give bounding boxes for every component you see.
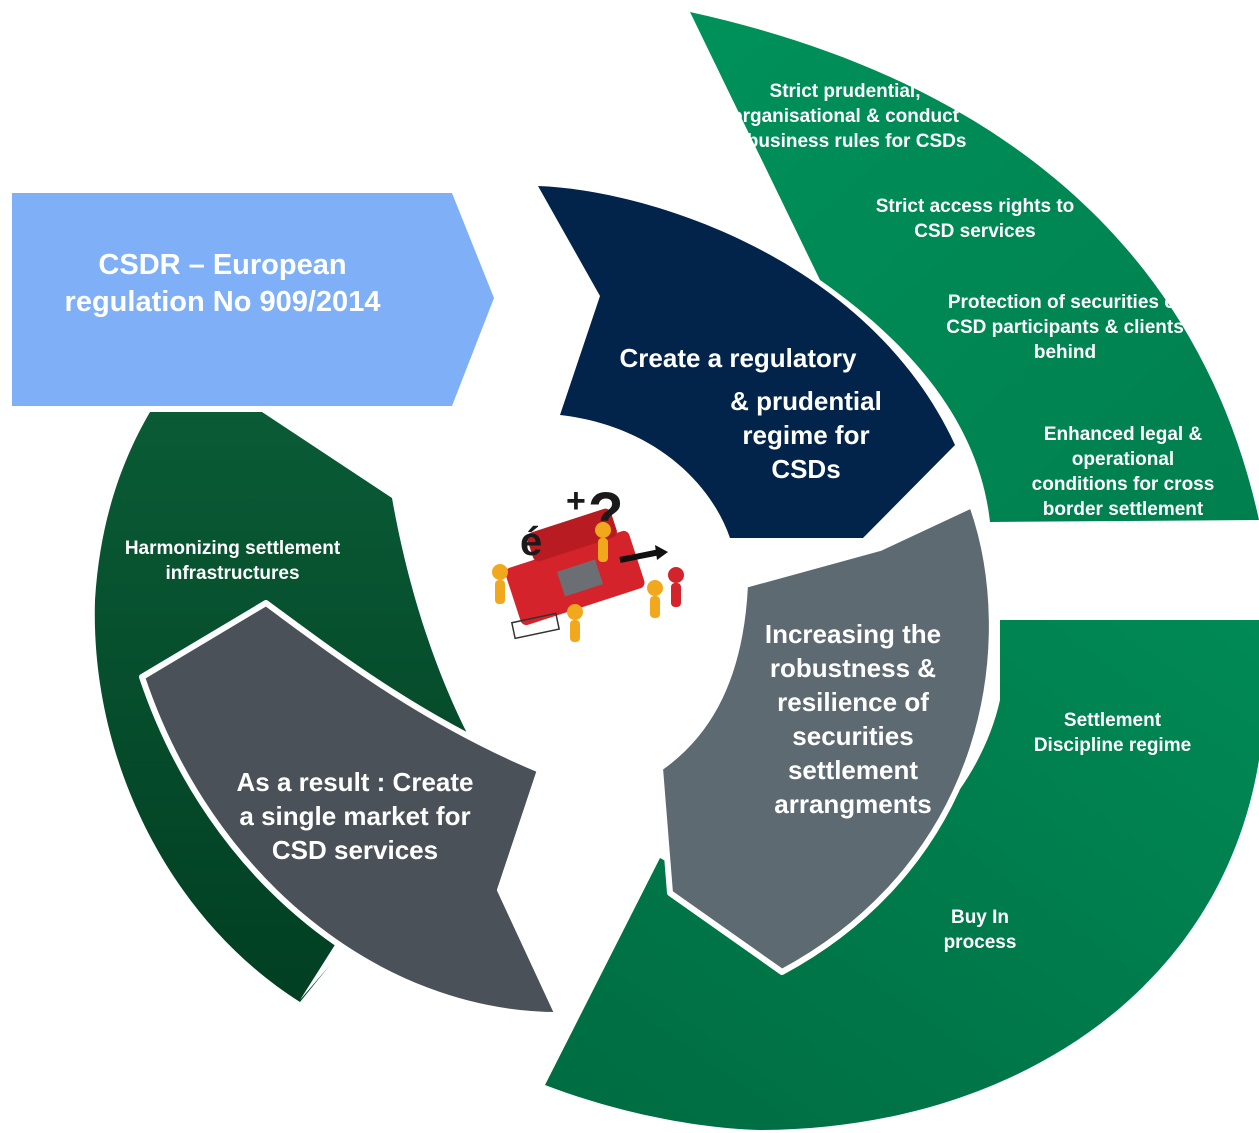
single-market-title: As a result : Create a single market for… — [236, 767, 474, 865]
toolbox-with-figures-icon: ? + é — [492, 481, 684, 642]
robustness-title: Increasing the robustness & resilience o… — [764, 619, 942, 819]
inner-segment-regulatory — [538, 186, 955, 538]
inner-segment-robustness — [657, 502, 995, 975]
outer-item-settlement-discipline: Settlement Discipline regime — [1033, 710, 1192, 756]
inner-segment-single-market — [139, 600, 561, 1018]
outer-item-cross-border: Enhanced legal & operational conditions … — [1031, 424, 1215, 520]
outer-item-buy-in: Buy In process — [943, 907, 1017, 953]
svg-text:+: + — [566, 482, 586, 520]
outer-item-protection-securities: Protection of securities of CSD particip… — [946, 292, 1184, 363]
banner-title: CSDR – European regulation No 909/2014 — [64, 249, 381, 318]
outer-item-prudential-rules: Strict prudential, organisational & cond… — [723, 81, 967, 152]
outer-segment-top-right — [690, 12, 1259, 522]
outer-item-harmonizing: Harmonizing settlement infrastructures — [124, 538, 341, 584]
banner-arrow — [12, 193, 494, 406]
outer-item-access-rights: Strict access rights to CSD services — [875, 196, 1075, 242]
regulatory-title-rest: & prudential regime for CSDs — [730, 386, 882, 484]
regulatory-title-line1: Create a regulatory — [619, 343, 857, 373]
svg-text:é: é — [520, 520, 542, 564]
